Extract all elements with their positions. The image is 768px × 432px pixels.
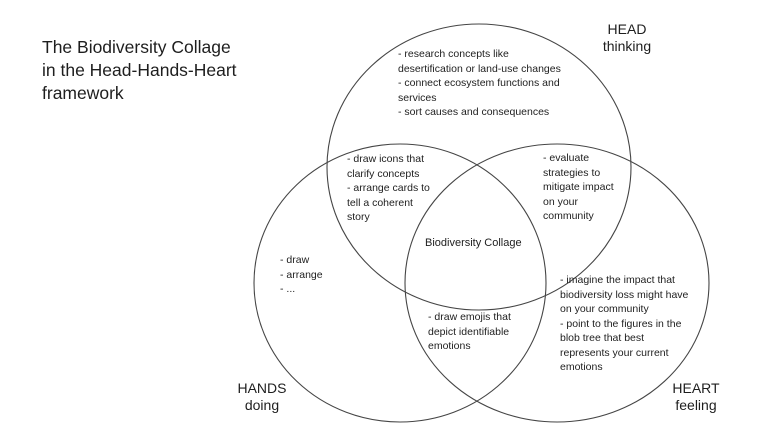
page-title: The Biodiversity Collage in the Head-Han…	[42, 37, 237, 103]
heart-label: HEART	[672, 380, 720, 396]
head-label-group: HEAD thinking	[577, 21, 677, 54]
head-sublabel: thinking	[602, 37, 652, 54]
hands-heart-intersection-text: - draw emojis that depict identifiable e…	[428, 311, 511, 352]
head-hands-intersection-text: - draw icons that clarify concepts - arr…	[347, 153, 430, 223]
heart-label-group: HEART feeling	[646, 380, 746, 413]
head-circle	[326, 23, 632, 311]
hands-region-text: - draw - arrange - ...	[280, 254, 323, 295]
head-region-text: - research concepts like desertification…	[398, 48, 561, 118]
head-label: HEAD	[607, 21, 647, 37]
hands-circle	[253, 143, 547, 423]
heart-circle	[404, 143, 710, 423]
head-heart-intersection-text: - evaluate strategies to mitigate impact…	[543, 152, 614, 222]
hands-label: HANDS	[237, 380, 287, 396]
heart-region-text: - imagine the impact that biodiversity l…	[560, 274, 689, 373]
hands-label-group: HANDS doing	[212, 380, 312, 413]
center-label: Biodiversity Collage	[425, 237, 522, 249]
heart-sublabel: feeling	[675, 396, 717, 413]
hands-sublabel: doing	[244, 396, 280, 413]
